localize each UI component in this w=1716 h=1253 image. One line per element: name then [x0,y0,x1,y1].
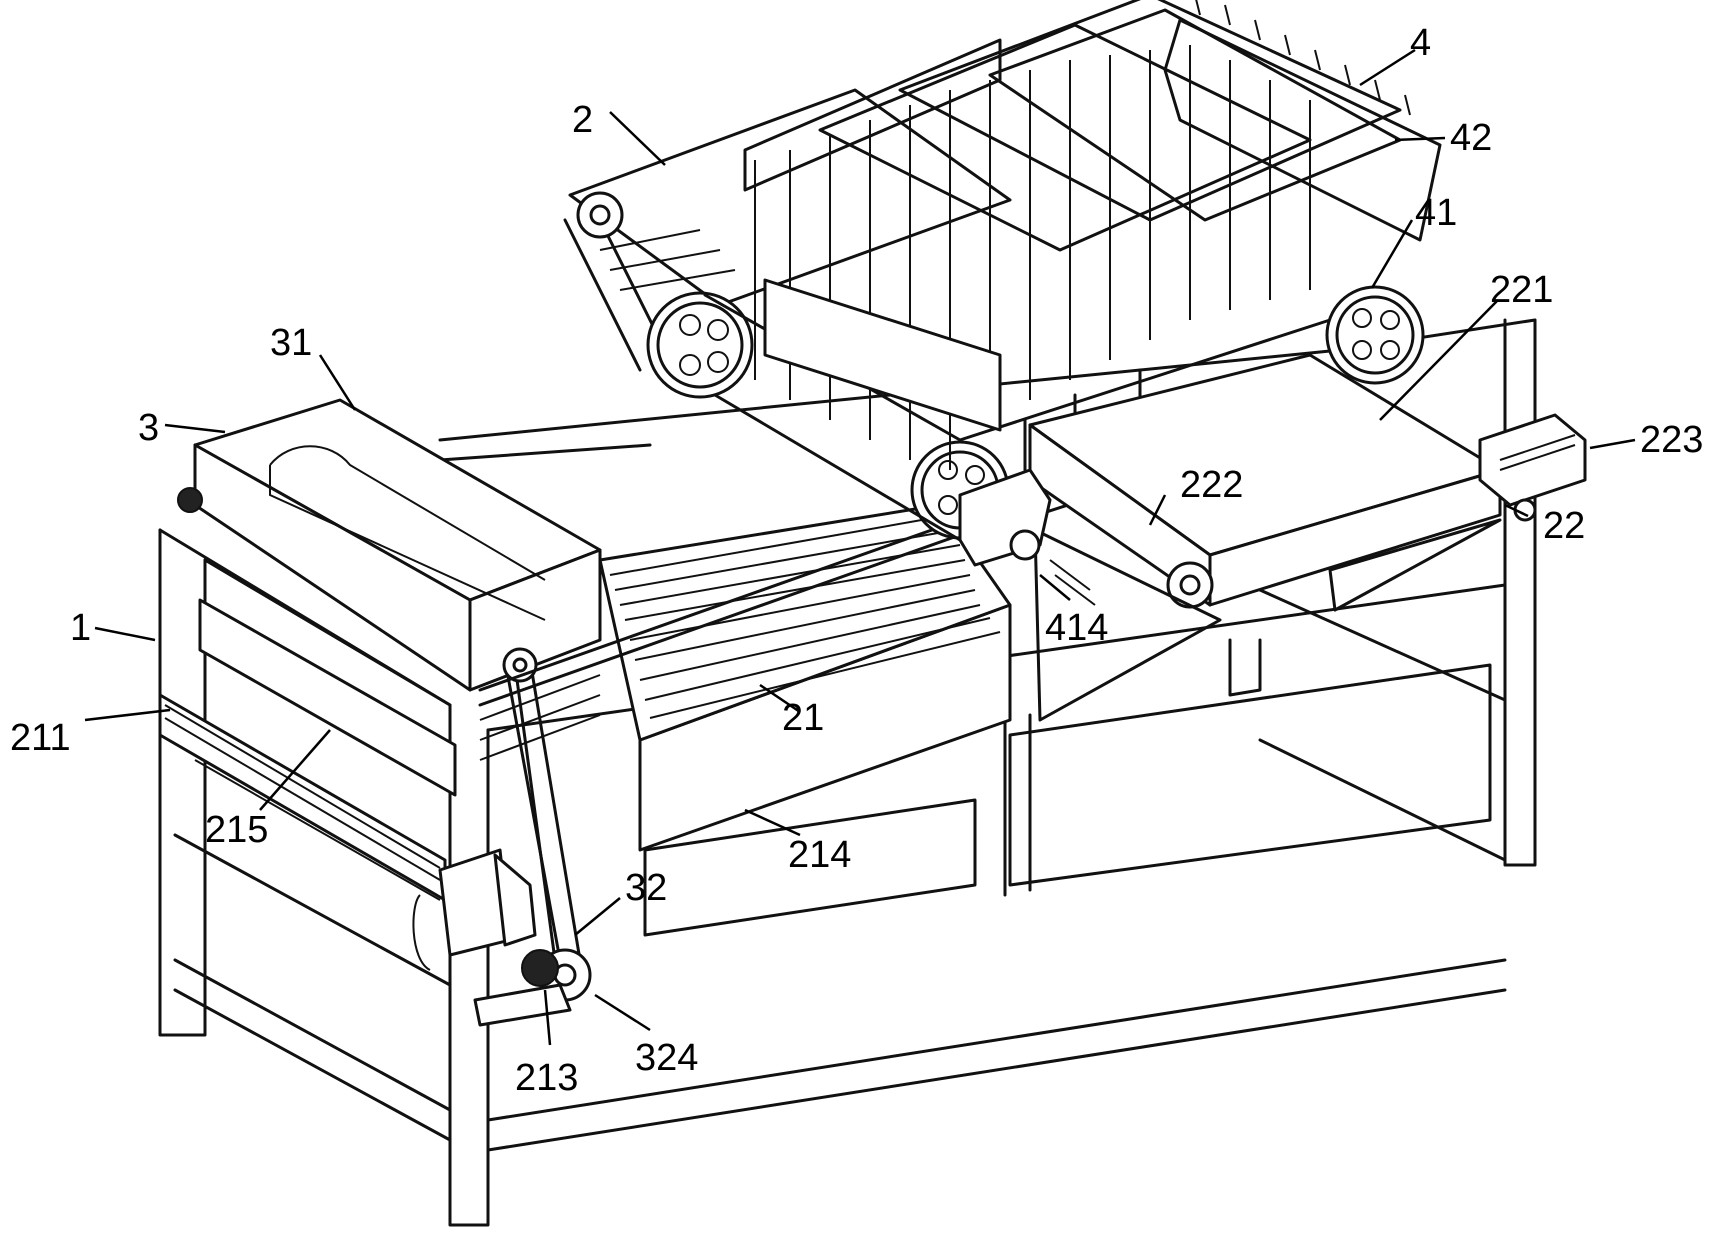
right-belt-conveyor [958,285,1587,722]
label-213: 213 [515,1057,578,1099]
label-221: 221 [1490,269,1553,311]
label-3: 3 [138,407,159,449]
label-324: 324 [635,1037,698,1079]
comb-frames [743,0,1442,472]
label-223: 223 [1640,419,1703,461]
label-32: 32 [625,867,667,909]
label-211: 211 [10,717,71,759]
label-42: 42 [1450,117,1492,159]
label-21: 21 [782,697,824,739]
label-1: 1 [70,607,91,649]
leader-lines [84,48,1636,1046]
label-222: 222 [1180,464,1243,506]
label-214: 214 [788,834,851,876]
screening-body [478,503,1012,852]
chain-drive [412,647,592,1027]
reference-labels: 1 2 3 4 21 22 31 32 41 42 211 213 214 21… [10,22,1703,1099]
label-2: 2 [572,99,593,141]
label-215: 215 [205,809,268,851]
label-31: 31 [270,322,312,364]
label-41: 41 [1415,192,1457,234]
feed-hopper [177,398,602,692]
label-4: 4 [1410,22,1431,64]
label-414: 414 [1045,607,1108,649]
label-22: 22 [1543,505,1585,547]
